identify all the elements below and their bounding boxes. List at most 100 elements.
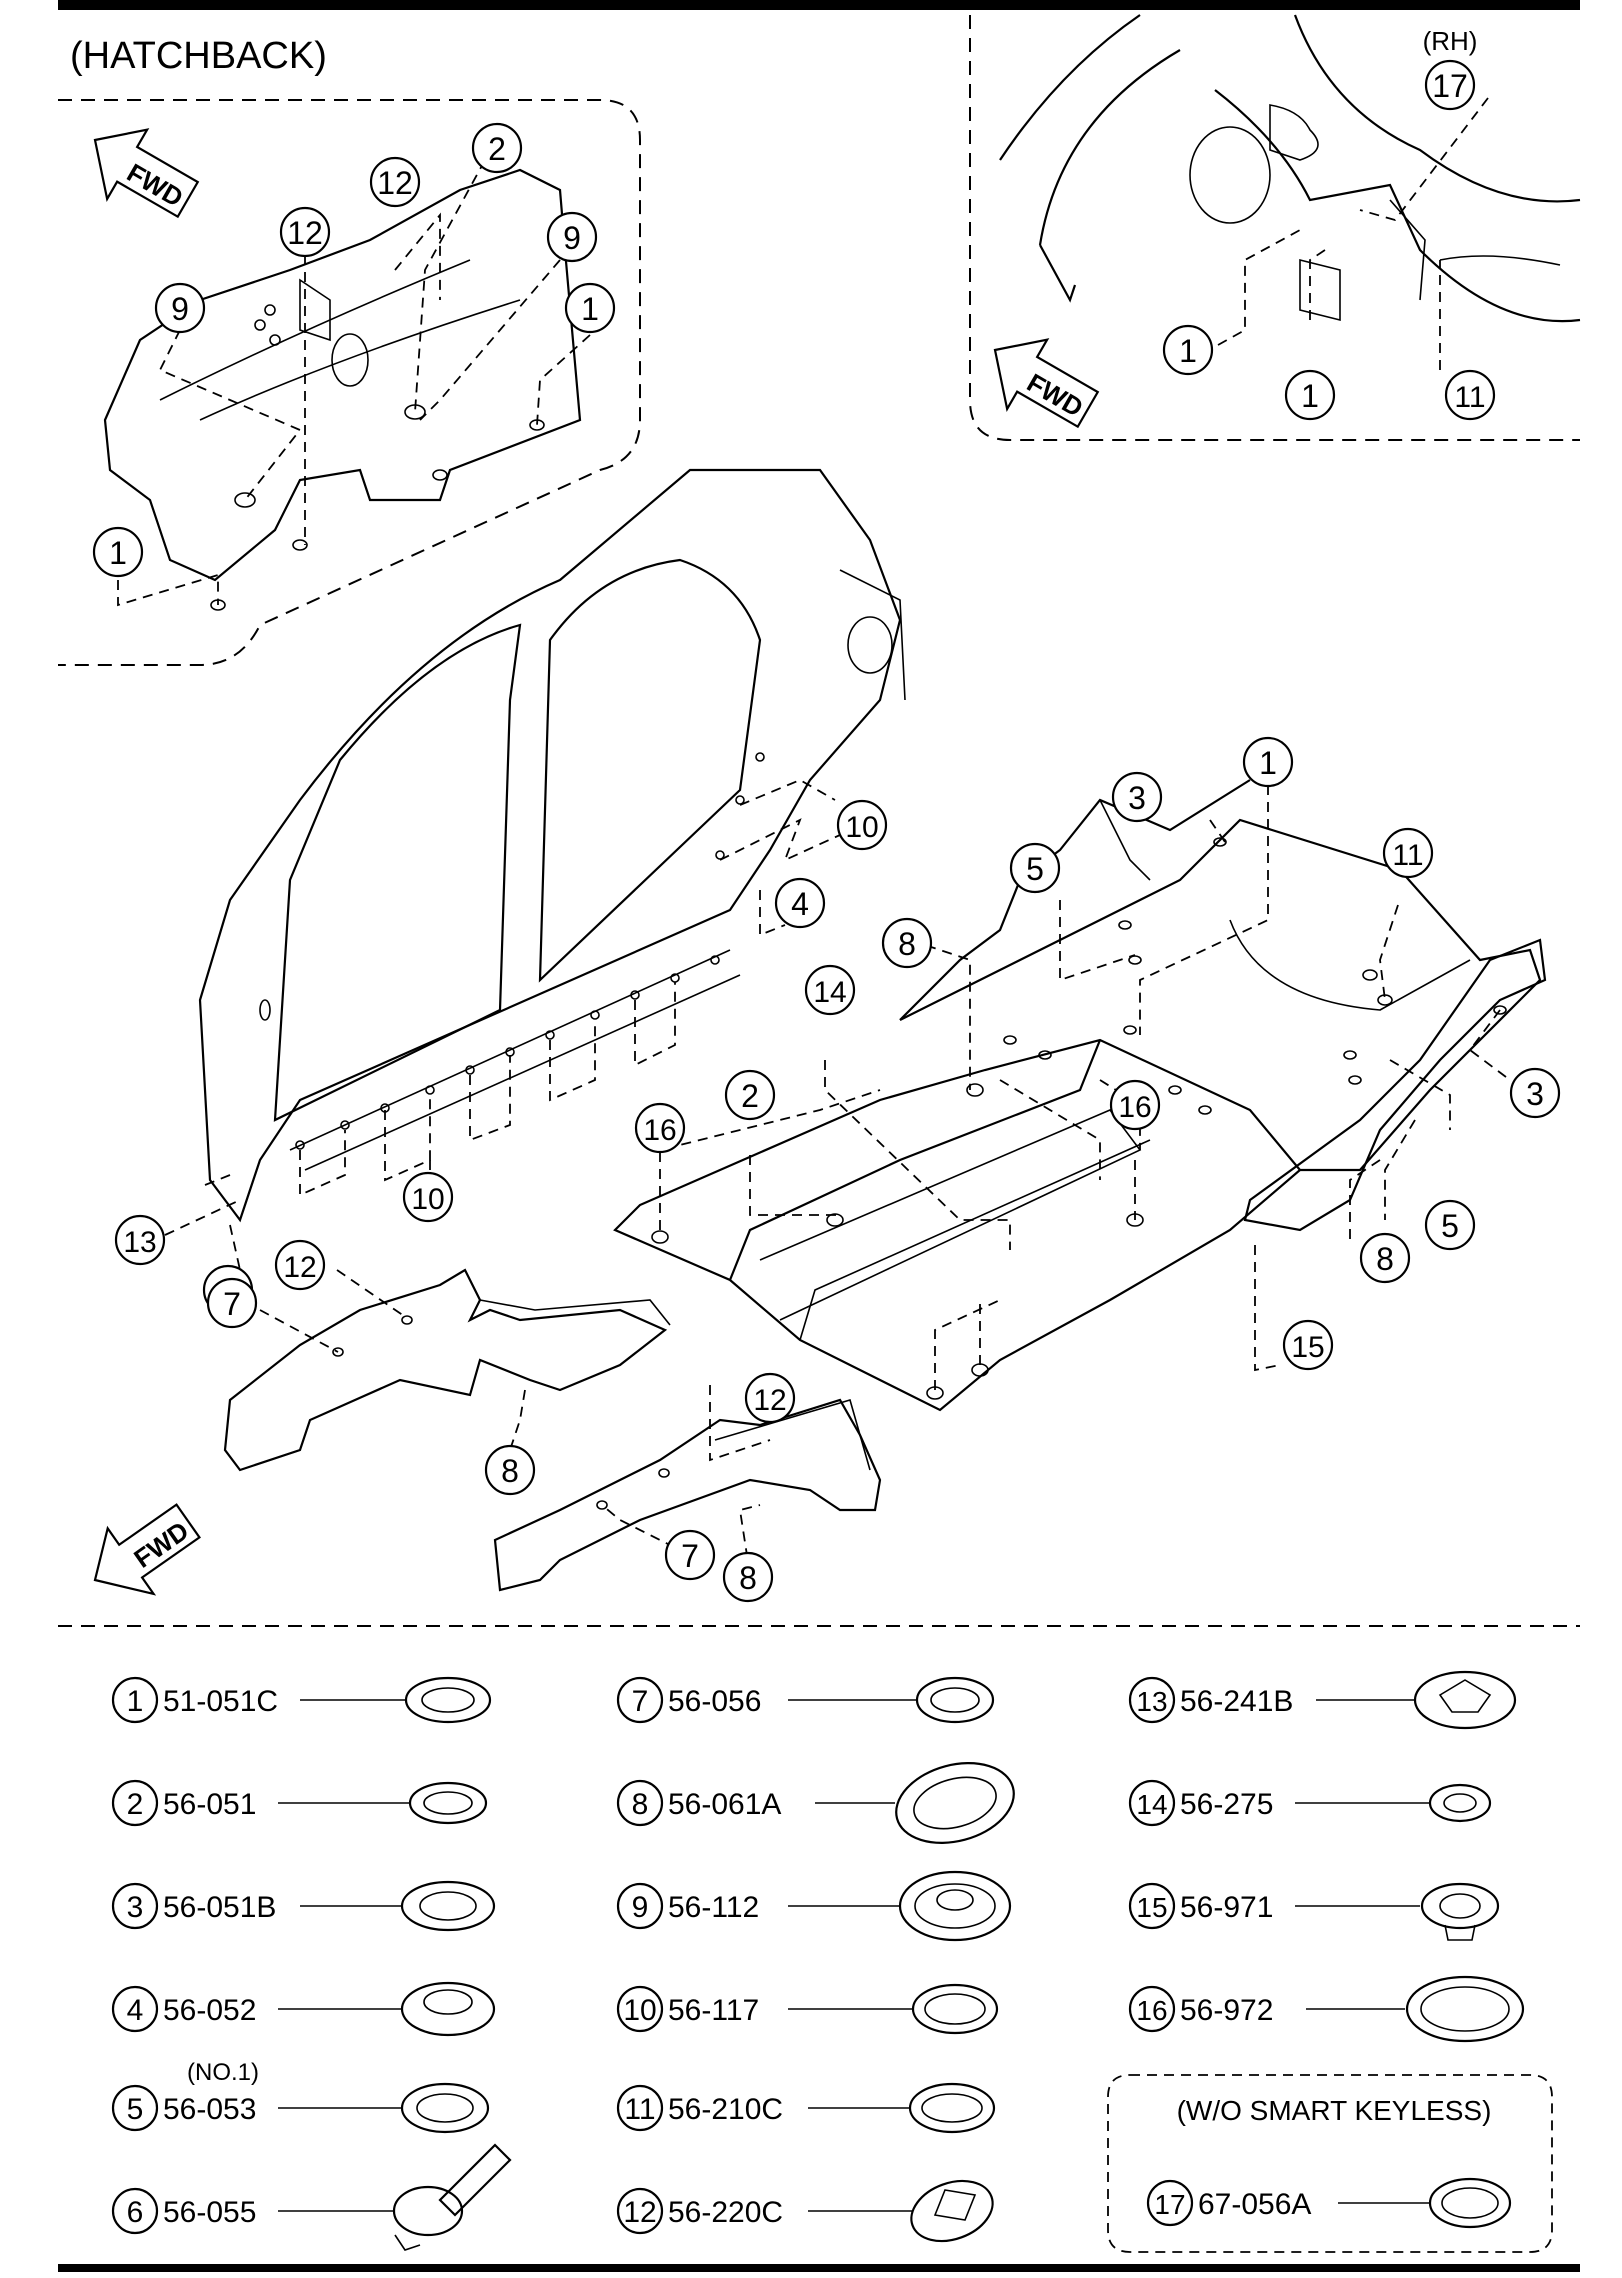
legend-item-13: 13 56-241B: [1128, 1670, 1517, 1730]
callout-5-floor-b: 5: [1424, 1199, 1476, 1251]
legend-item-6: 6 56-055: [111, 2143, 512, 2251]
svg-text:17: 17: [1154, 2189, 1185, 2220]
svg-text:56-051: 56-051: [163, 1788, 256, 1821]
callout-1-top-left-b: 1: [92, 526, 144, 578]
legend-item-14: 14 56-275: [1128, 1779, 1492, 1827]
svg-text:56-112: 56-112: [668, 1891, 759, 1924]
svg-text:6: 6: [127, 2196, 144, 2229]
callout-11-top-right: 11: [1444, 369, 1496, 421]
svg-text:9: 9: [563, 220, 581, 256]
svg-text:(W/O SMART KEYLESS): (W/O SMART KEYLESS): [1177, 2095, 1492, 2126]
svg-text:7: 7: [681, 1538, 699, 1574]
legend-item-7: 7 56-056: [616, 1676, 995, 1724]
body-side-panel-drawing: [164, 468, 906, 1271]
callout-13-side: 13: [114, 1214, 166, 1266]
svg-text:12: 12: [287, 215, 323, 251]
svg-text:1: 1: [1179, 333, 1197, 369]
callout-12-sill-b: 12: [744, 1372, 796, 1424]
svg-text:9: 9: [171, 291, 189, 327]
svg-text:56-972: 56-972: [1180, 1994, 1273, 2027]
svg-text:2: 2: [127, 1788, 144, 1821]
svg-text:56-971: 56-971: [1180, 1891, 1273, 1924]
svg-text:4: 4: [791, 886, 809, 922]
inset-frame-left: [58, 99, 641, 666]
legend-item-16: 16 56-972: [1128, 1975, 1525, 2043]
svg-text:9: 9: [632, 1891, 649, 1924]
svg-text:12: 12: [623, 2196, 656, 2229]
svg-text:12: 12: [283, 1251, 316, 1284]
top-border: [58, 0, 1580, 10]
inset-frame-right: [969, 15, 1580, 441]
callout-8-sill-a: 8: [484, 1444, 536, 1496]
svg-text:51-051C: 51-051C: [163, 1685, 278, 1718]
legend-item-11: 11 56-210C: [616, 2082, 996, 2134]
svg-text:56-210C: 56-210C: [668, 2093, 783, 2126]
svg-text:7: 7: [632, 1685, 649, 1718]
callout-3-floor-a: 3: [1111, 771, 1163, 823]
svg-text:56-055: 56-055: [163, 2196, 256, 2229]
svg-text:13: 13: [123, 1226, 156, 1259]
legend-item-8: 8 56-061A: [616, 1762, 1015, 1844]
callout-7-sill-b: 7: [664, 1529, 716, 1581]
svg-text:11: 11: [1454, 381, 1485, 414]
svg-text:14: 14: [813, 976, 846, 1009]
svg-text:8: 8: [501, 1453, 519, 1489]
svg-text:11: 11: [1392, 839, 1423, 872]
callout-1-floor: 1: [1242, 736, 1294, 788]
callout-8-floor-b: 8: [1359, 1232, 1411, 1284]
fwd-arrow-top-right: FWD: [993, 338, 1100, 429]
callout-9-top-left: 9: [154, 282, 206, 334]
callout-12-top-left-a: 12: [279, 206, 331, 258]
callout-11-floor: 11: [1382, 827, 1434, 879]
svg-text:14: 14: [1136, 1789, 1167, 1820]
svg-text:12: 12: [377, 165, 413, 201]
callout-4-side: 4: [774, 877, 826, 929]
svg-text:15: 15: [1136, 1892, 1167, 1923]
svg-text:(NO.1): (NO.1): [187, 2059, 259, 2086]
legend-item-4: 4 56-052: [111, 1981, 496, 2037]
svg-text:56-053: 56-053: [163, 2093, 256, 2126]
svg-text:56-061A: 56-061A: [668, 1788, 781, 1821]
svg-text:5: 5: [1441, 1208, 1459, 1244]
svg-text:12: 12: [753, 1384, 786, 1417]
svg-text:10: 10: [411, 1183, 444, 1216]
fwd-arrow-top-left: FWD: [93, 128, 200, 219]
svg-text:17: 17: [1432, 68, 1468, 104]
svg-text:16: 16: [1136, 1995, 1167, 2026]
callout-5-floor-a: 5: [1009, 842, 1061, 894]
svg-text:16: 16: [643, 1114, 676, 1147]
svg-text:56-275: 56-275: [1180, 1788, 1273, 1821]
rh-label: (RH): [1423, 26, 1478, 56]
svg-text:2: 2: [741, 1078, 759, 1114]
svg-text:16: 16: [1118, 1091, 1151, 1124]
legend-item-2: 2 56-051: [111, 1779, 488, 1827]
legend-item-17: 17 67-056A: [1146, 2177, 1512, 2229]
bottom-border: [58, 2264, 1580, 2272]
callout-16-floor-b: 16: [1109, 1079, 1161, 1131]
svg-text:56-056: 56-056: [668, 1685, 761, 1718]
callout-10-side-b: 10: [402, 1171, 454, 1223]
svg-text:1: 1: [109, 535, 127, 571]
dash-panel-drawing: [103, 159, 591, 611]
svg-text:3: 3: [1128, 780, 1146, 816]
legend-item-10: 10 56-117: [616, 1983, 999, 2035]
callout-17-top-right: 17: [1424, 59, 1476, 111]
callout-15-floor: 15: [1282, 1319, 1334, 1371]
svg-text:56-051B: 56-051B: [163, 1891, 276, 1924]
svg-text:8: 8: [898, 926, 916, 962]
svg-text:56-117: 56-117: [668, 1994, 759, 2027]
callout-12-top-left-b: 12: [369, 156, 421, 208]
svg-text:56-052: 56-052: [163, 1994, 256, 2027]
svg-text:1: 1: [1301, 378, 1319, 414]
svg-text:5: 5: [127, 2093, 144, 2126]
svg-text:8: 8: [1376, 1241, 1394, 1277]
wheelhouse-drawing: [999, 14, 1581, 370]
legend-item-1: 1 51-051C: [111, 1676, 492, 1724]
callout-2-top-left: 2: [471, 122, 523, 174]
callout-8-floor-a: 8: [881, 917, 933, 969]
legend-item-5: (NO.1) 5 56-053: [111, 2059, 490, 2134]
svg-text:8: 8: [739, 1560, 757, 1596]
callout-9-top-left-b: 9: [546, 211, 598, 263]
svg-text:3: 3: [1526, 1076, 1544, 1112]
